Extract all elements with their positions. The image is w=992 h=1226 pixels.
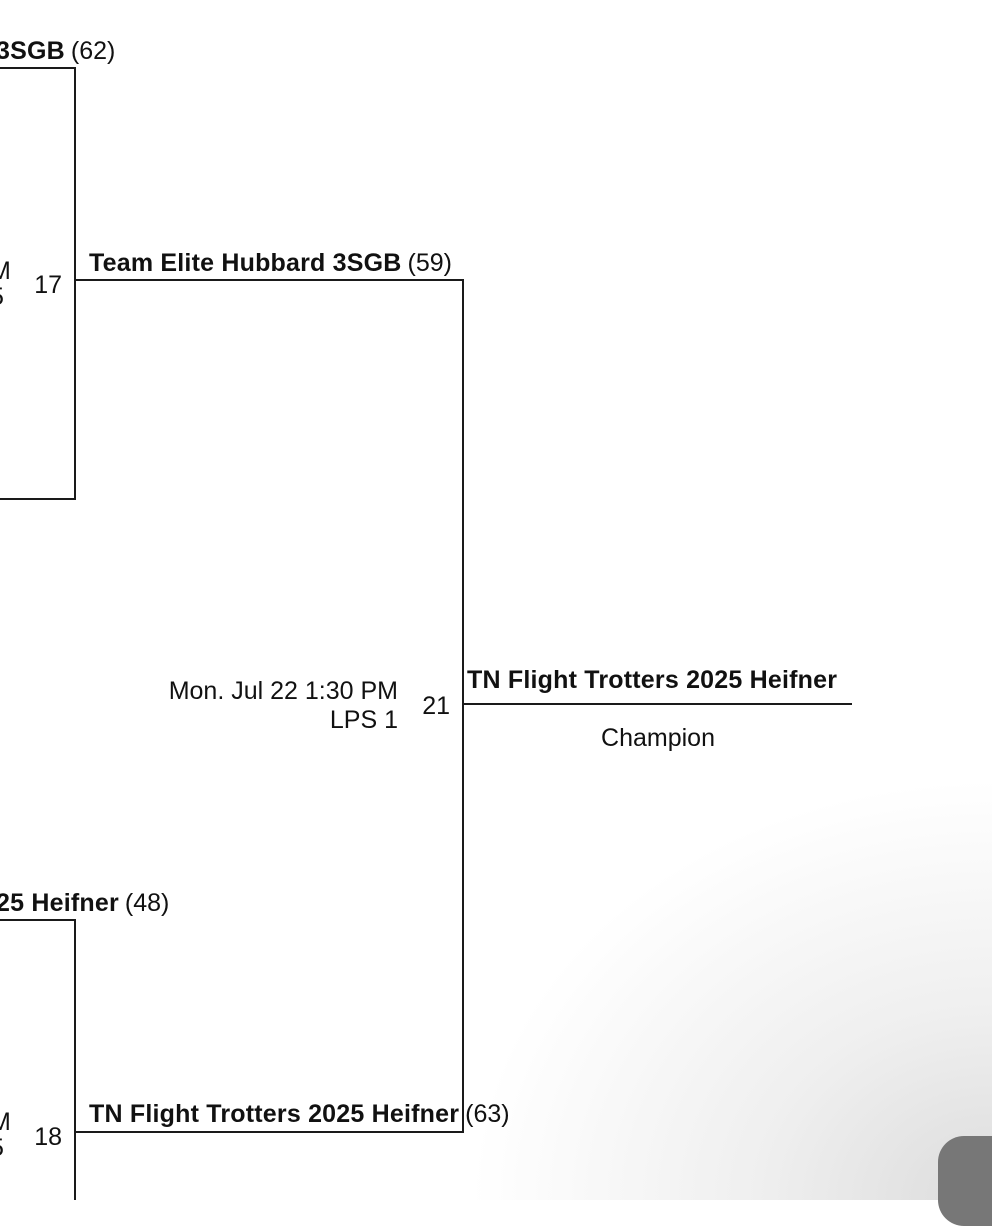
game18-info-line1: M (0, 1108, 11, 1136)
semi-bottom-team[interactable]: TN Flight Trotters 2025 Heifner(63) (89, 1099, 510, 1129)
semi-bottom-team-seed: (63) (465, 1100, 510, 1128)
game21-connector (462, 279, 464, 1133)
floating-action-button[interactable] (938, 1136, 992, 1226)
game21-datetime: Mon. Jul 22 1:30 PM (168, 677, 398, 705)
bottom-left-team[interactable]: 25 Heifner(48) (0, 888, 169, 918)
game17-info-line1: M (0, 257, 11, 285)
semi-top-team-name: Team Elite Hubbard 3SGB (89, 249, 402, 277)
bottom-left-team-line (0, 919, 76, 921)
semi-bottom-line (76, 1131, 464, 1133)
semi-bottom-team-name: TN Flight Trotters 2025 Heifner (89, 1100, 460, 1128)
champion-team[interactable]: TN Flight Trotters 2025 Heifner (467, 665, 837, 695)
champion-label: Champion (601, 724, 715, 752)
game18-number: 18 (34, 1123, 62, 1151)
game17-connector (74, 67, 76, 500)
semi-top-team-seed: (59) (407, 249, 453, 277)
top-left-team-name: 3SGB (0, 37, 65, 65)
top-left-team-line (0, 67, 76, 69)
game17-lower-line (0, 498, 76, 500)
game17-info-line2: 5 (0, 284, 11, 310)
semi-top-line (76, 279, 464, 281)
top-left-team[interactable]: 3SGB(62) (0, 36, 115, 66)
game21-location: LPS 1 (329, 706, 398, 734)
champion-team-name: TN Flight Trotters 2025 Heifner (467, 666, 838, 694)
game21-info: Mon. Jul 22 1:30 PM LPS 1 (60, 677, 398, 735)
bottom-left-team-seed: (48) (124, 889, 170, 917)
semi-top-team[interactable]: Team Elite Hubbard 3SGB(59) (89, 248, 452, 278)
game21-number: 21 (422, 692, 450, 720)
game18-info-partial: M 5 (0, 1109, 11, 1161)
game17-number: 17 (34, 271, 62, 299)
bottom-left-team-name: 25 Heifner (0, 889, 119, 917)
game18-info-line2: 5 (0, 1135, 11, 1161)
top-left-team-seed: (62) (70, 37, 116, 65)
game17-info-partial: M 5 (0, 258, 11, 310)
game18-connector (74, 919, 76, 1200)
champion-line (462, 703, 852, 705)
background-gradient (0, 0, 992, 1200)
